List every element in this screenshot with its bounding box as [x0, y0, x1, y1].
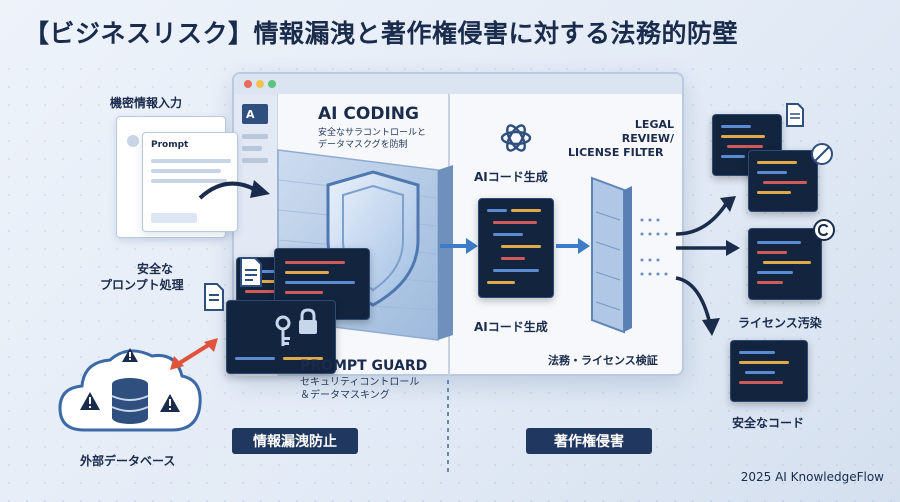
output-code-panel-1 [712, 114, 782, 176]
page-title: 【ビジネスリスク】情報漏洩と著作権侵害に対する法務的防壁 [24, 19, 739, 48]
ai-coding-title: AI CODING [318, 104, 419, 124]
warning-icon [122, 348, 138, 362]
copyright-infringement-pill: 著作権侵害 [526, 428, 652, 454]
document-icon [240, 257, 262, 287]
legal-review-line-1: LEGAL [634, 118, 674, 131]
sidebar-line [242, 158, 268, 163]
sidebar-line [242, 146, 262, 151]
database-icon [111, 378, 149, 424]
ai-code-gen-label-top: AIコード生成 [474, 170, 548, 184]
sidebar-line [242, 134, 268, 139]
window-titlebar [234, 74, 682, 94]
document-icon [786, 103, 804, 127]
bidirectional-red-arrow [170, 338, 218, 370]
firewall-to-code-arrow [440, 238, 478, 254]
input-to-firewall-arrow [198, 180, 270, 200]
window-close-dot [244, 80, 252, 88]
safe-code-label: 安全なコード [732, 416, 805, 430]
output-code-panel-3 [748, 228, 822, 300]
section-divider-dashed [447, 380, 449, 476]
ai-coding-desc-2: データマスクグを防制 [318, 140, 408, 150]
prompt-line [151, 179, 227, 183]
prompt-guard-desc-1: セキュリティコントロール [300, 377, 420, 388]
legal-review-line-2: REVIEW/ [621, 132, 674, 145]
lock-icon [299, 308, 317, 334]
cloud-icon [58, 348, 202, 432]
output-arrows [640, 196, 740, 336]
copyright-icon [813, 219, 835, 241]
ai-coding-desc-1: 安全なサラコントロールと [318, 128, 427, 138]
sidebar-logo: A [242, 104, 268, 124]
window-maximize-dot [268, 80, 276, 88]
document-icon [204, 283, 224, 311]
legal-check-label: 法務・ライセンス検証 [548, 354, 658, 367]
license-contamination-label: ライセンス汚染 [738, 316, 822, 330]
ai-code-gen-label-bottom: AIコード生成 [474, 320, 548, 334]
prompt-guard-desc-2: ＆データマスキング [300, 390, 390, 401]
safe-prompt-label-2: プロンプト処理 [100, 278, 184, 292]
warning-icon [80, 392, 100, 410]
legal-review-line-3: LICENSE FILTER [568, 146, 664, 159]
footer-credit: 2025 AI KnowledgeFlow [740, 470, 884, 484]
prompt-card: Prompt [142, 132, 238, 232]
no-entry-icon [811, 143, 833, 165]
leak-prevention-pill: 情報漏洩防止 [232, 428, 358, 454]
key-icon [275, 315, 291, 346]
prompt-card-label: Prompt [151, 140, 189, 150]
prompt-submit-bar [151, 213, 197, 223]
warning-icon [160, 394, 180, 412]
user-icon [127, 135, 139, 147]
openai-logo-icon [500, 124, 532, 152]
prompt-line [151, 169, 221, 173]
safe-code-panel [730, 340, 808, 402]
ai-code-panel [478, 198, 554, 298]
window-minimize-dot [256, 80, 264, 88]
guard-code-panel-front [226, 300, 336, 374]
code-to-filter-arrow [556, 238, 590, 254]
safe-prompt-label-1: 安全な [136, 262, 173, 276]
prompt-line [151, 159, 231, 163]
output-code-panel-2 [748, 150, 818, 212]
license-filter-panel [591, 176, 632, 334]
prompt-guard-title: PROMPT GUARD [300, 358, 428, 374]
confidential-input-label: 機密情報入力 [110, 96, 183, 110]
external-db-label: 外部データベース [80, 454, 176, 468]
